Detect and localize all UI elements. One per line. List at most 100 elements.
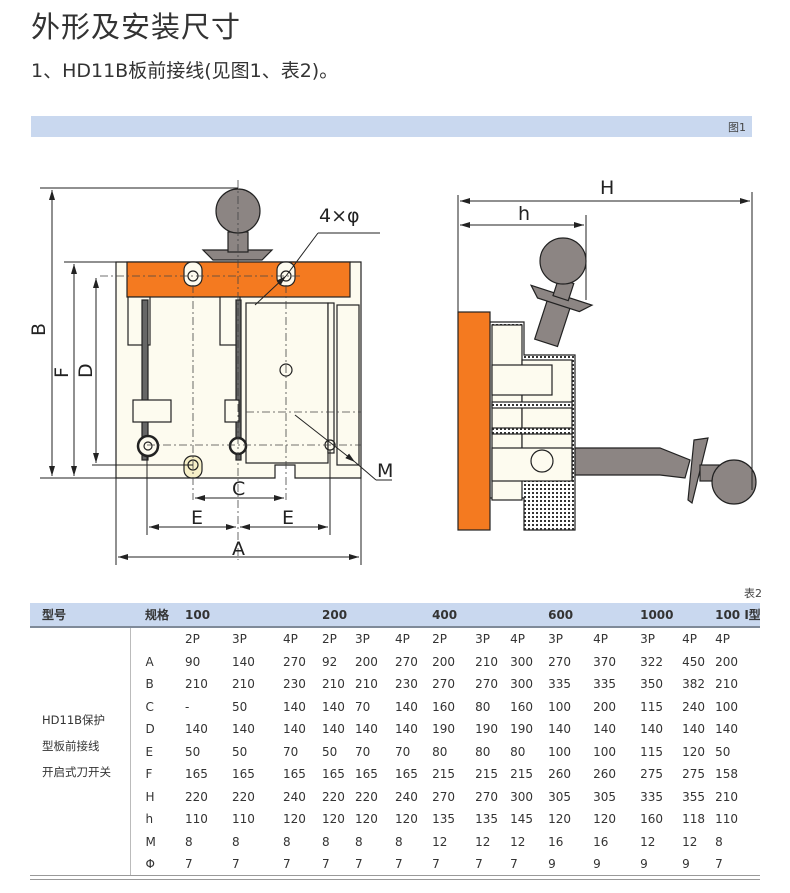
dim-label-c: C [232,478,245,500]
value-cell: 50 [232,744,248,759]
front-dimensions [40,187,392,565]
value-cell: 270 [395,654,418,669]
dim-label-holes: 4×φ [319,205,360,227]
value-cell: 220 [232,789,255,804]
value-cell: 50 [715,744,731,759]
value-cell: 8 [283,834,291,849]
pole-count-cell: 3P [548,632,563,647]
value-cell: 275 [682,767,705,782]
value-cell: 7 [432,857,440,872]
value-cell: 355 [682,789,705,804]
value-cell: 215 [510,767,533,782]
value-cell: 270 [283,654,306,669]
value-cell: 7 [232,857,240,872]
value-cell: 140 [232,722,255,737]
handle-flange [201,249,274,261]
model-name-line: 开启式刀开关 [42,765,111,779]
value-cell: 270 [432,789,455,804]
header-model: 型号 [30,603,130,628]
row-label: F [145,767,153,782]
value-cell: 120 [355,812,378,827]
value-cell: 135 [432,812,455,827]
value-cell: 140 [283,722,306,737]
table-caption: 表2 [744,587,762,600]
dim-label-H: H [600,177,614,199]
value-cell: 50 [322,744,338,759]
value-cell: 200 [593,699,616,714]
row-label: C [145,699,154,714]
knife-blade [141,299,149,461]
model-cell: HD11B保护型板前接线开启式刀开关 [30,627,131,876]
value-cell: 160 [640,812,663,827]
value-cell: 210 [355,677,378,692]
row-label: H [145,789,155,804]
row-label: Φ [145,857,155,872]
row-label: E [145,744,154,759]
dim-label-h: h [518,203,530,225]
value-cell: 9 [640,857,648,872]
value-cell: 16 [548,834,564,849]
value-cell: 300 [510,789,533,804]
value-cell: 210 [232,677,255,692]
orange-mounting-bar [127,262,350,297]
value-cell: 220 [355,789,378,804]
pole-count-cell: 4P [510,632,525,647]
value-cell: 260 [593,767,616,782]
value-cell: 8 [395,834,403,849]
value-cell: 12 [510,834,526,849]
value-cell: 230 [283,677,306,692]
value-cell: 16 [593,834,609,849]
value-cell: 80 [475,699,491,714]
value-cell: 140 [283,699,306,714]
value-cell: 270 [475,789,498,804]
value-cell: 145 [510,812,533,827]
value-cell: 7 [475,857,483,872]
section-subtitle: 1、HD11B板前接线(见图1、表2)。 [31,60,339,82]
value-cell: 7 [283,857,291,872]
value-cell: 12 [432,834,448,849]
value-cell: 7 [395,857,403,872]
value-cell: 100 [548,744,571,759]
model-name-line: HD11B保护 [42,713,106,727]
dim-label-b: B [28,323,50,336]
value-cell: 220 [185,789,208,804]
value-cell: 370 [593,654,616,669]
value-cell: 158 [715,767,738,782]
value-cell: 110 [715,812,738,827]
value-cell: 260 [548,767,571,782]
value-cell: 200 [432,654,455,669]
value-cell: 120 [283,812,306,827]
pole-count-cell: 4P [593,632,608,647]
row-label: B [145,677,154,692]
value-cell: 140 [640,722,663,737]
value-cell: 240 [395,789,418,804]
value-cell: 140 [715,722,738,737]
value-cell: 12 [640,834,656,849]
value-cell: 140 [232,654,255,669]
side-view [457,237,757,531]
value-cell: 9 [682,857,690,872]
page-title: 外形及安装尺寸 [31,10,242,44]
header-group: 100 I型 [715,603,761,628]
handle-knob-upper [539,237,587,285]
value-cell: 8 [322,834,330,849]
value-cell: 12 [682,834,698,849]
dim-label-e-right: E [282,507,294,529]
value-cell: 12 [475,834,491,849]
value-cell: 120 [395,812,418,827]
dim-label-m: M [377,460,393,482]
value-cell: 300 [510,677,533,692]
value-cell: 8 [355,834,363,849]
value-cell: 165 [232,767,255,782]
value-cell: 335 [640,789,663,804]
row-label: M [145,834,156,849]
value-cell: 160 [432,699,455,714]
value-cell: 50 [185,744,201,759]
value-cell: 270 [432,677,455,692]
value-cell: 240 [283,789,306,804]
